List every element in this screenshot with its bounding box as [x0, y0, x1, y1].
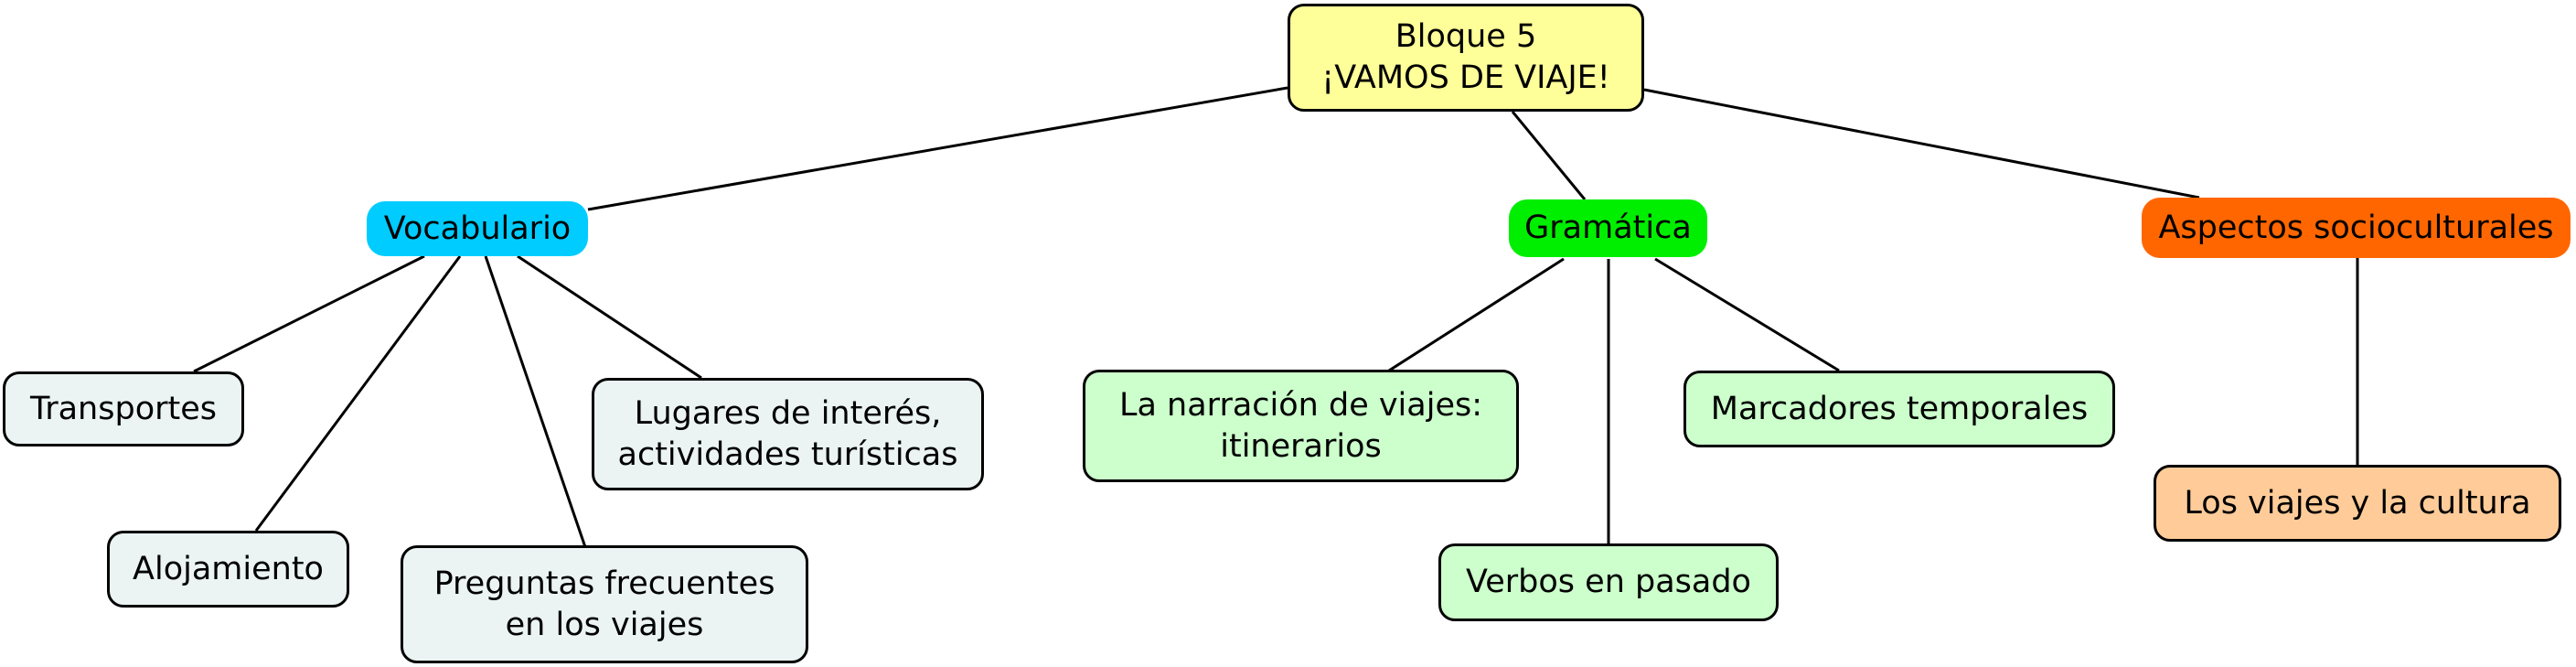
- node-preguntas-frecuentes: Preguntas frecuentes en los viajes: [401, 545, 808, 663]
- node-viajes-y-cultura: Los viajes y la cultura: [2154, 465, 2561, 542]
- node-transportes: Transportes: [3, 371, 244, 446]
- node-root: Bloque 5 ¡VAMOS DE VIAJE!: [1288, 4, 1644, 112]
- node-vocabulario: Vocabulario: [367, 201, 588, 256]
- node-gramatica: Gramática: [1509, 199, 1707, 257]
- edge-root-vocabulario: [587, 86, 1288, 211]
- edge-vocabulario-alojamiento: [254, 255, 462, 532]
- edge-gramatica-marcadores: [1654, 257, 1840, 372]
- node-alojamiento: Alojamiento: [107, 531, 349, 608]
- edge-vocabulario-transportes: [193, 254, 425, 373]
- node-marcadores-temporales: Marcadores temporales: [1683, 371, 2115, 447]
- node-lugares-de-interes: Lugares de interés, actividades turístic…: [592, 378, 984, 490]
- edge-gramatica-narracion: [1388, 257, 1565, 372]
- edge-vocabulario-lugares: [517, 254, 702, 380]
- node-narracion-de-viajes: La narración de viajes: itinerarios: [1083, 370, 1519, 482]
- edge-vocabulario-preguntas: [484, 255, 587, 548]
- edge-root-aspectos: [1643, 88, 2200, 199]
- edge-root-gramatica: [1511, 111, 1587, 200]
- node-verbos-en-pasado: Verbos en pasado: [1438, 543, 1779, 621]
- node-aspectos-socioculturales: Aspectos socioculturales: [2142, 198, 2571, 258]
